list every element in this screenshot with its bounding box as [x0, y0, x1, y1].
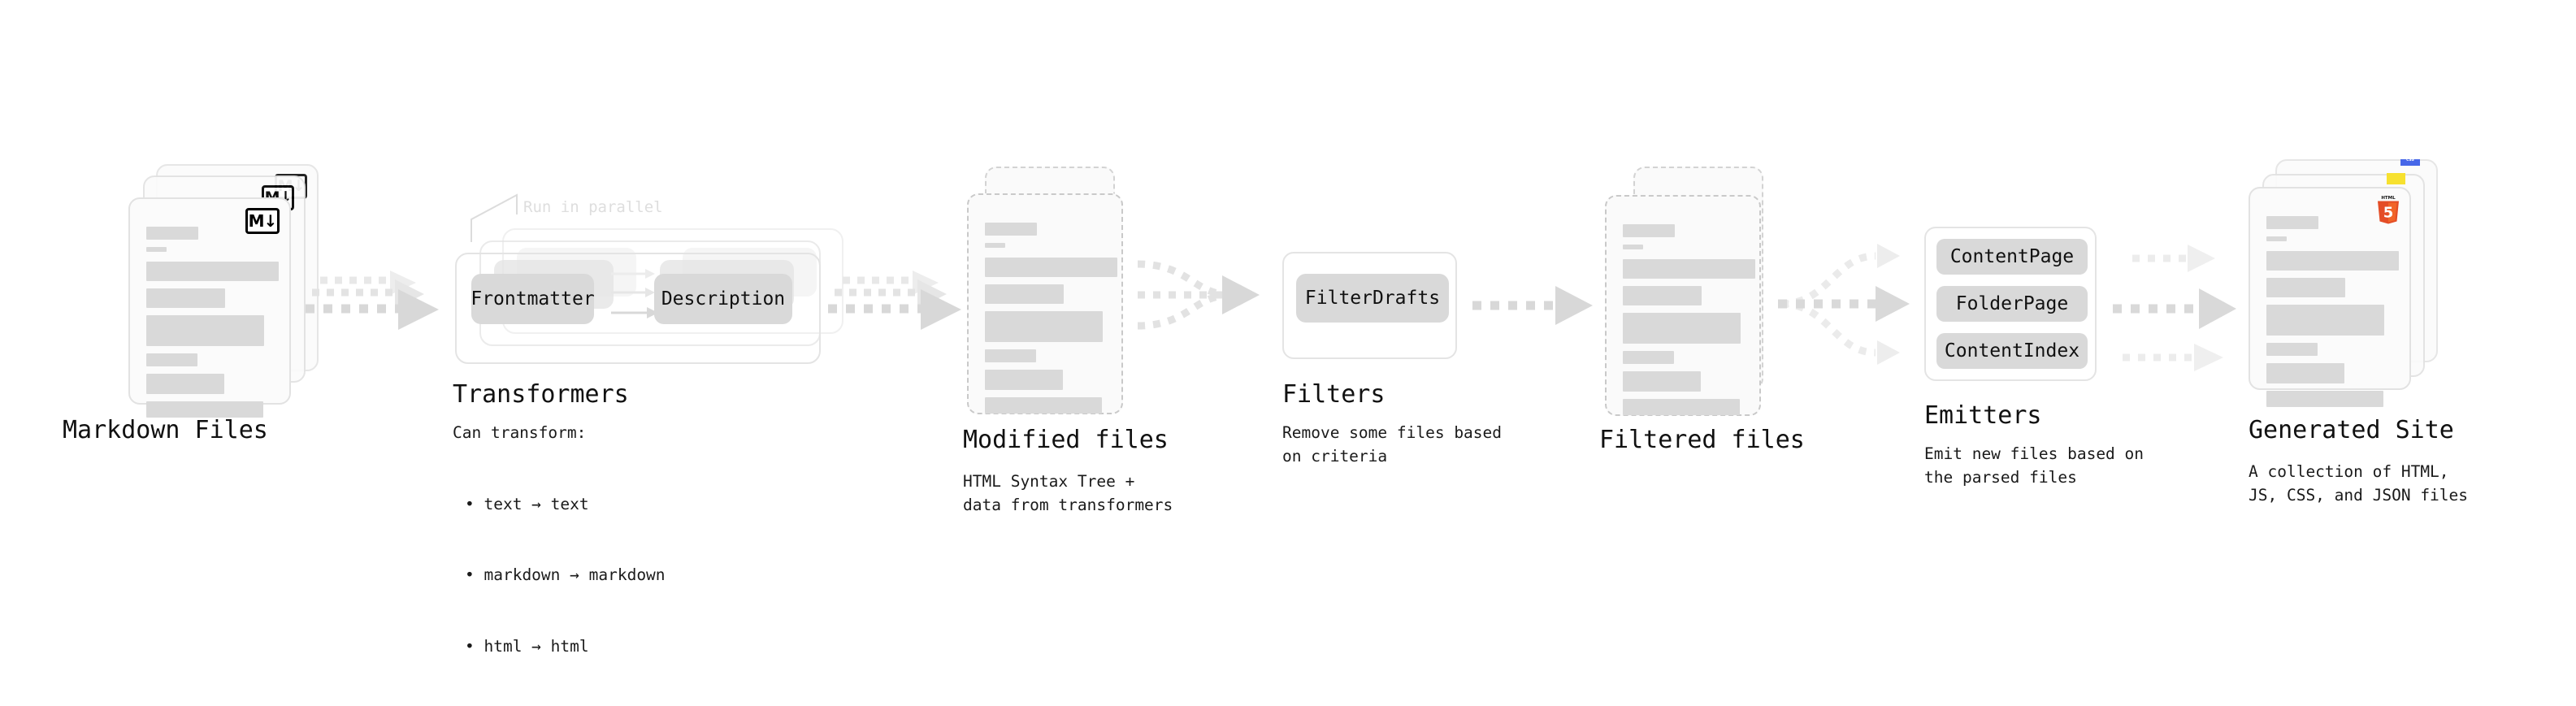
emitter-chip-folderpage[interactable]: FolderPage: [1936, 286, 2088, 322]
file-skeleton-body: [985, 223, 1117, 421]
skeleton-bar: [2266, 278, 2345, 297]
skeleton-bar: [146, 288, 225, 308]
chip-label: Frontmatter: [471, 288, 595, 310]
connector-filters-to-filtered: [1472, 286, 1593, 325]
skeleton-bar: [985, 349, 1036, 362]
file-skeleton-body: [146, 227, 279, 425]
generated-site-subtitle: A collection of HTML, JS, CSS, and JSON …: [2249, 462, 2469, 505]
connector-transformers-to-modified: [828, 271, 961, 330]
skeleton-bar: [2266, 305, 2384, 336]
filter-chip-filterdrafts[interactable]: FilterDrafts: [1296, 274, 1449, 323]
run-in-parallel-bracket: [471, 193, 518, 242]
skeleton-bar: [1623, 371, 1701, 392]
skeleton-bar: [146, 315, 264, 346]
chip-label: FolderPage: [1955, 293, 2069, 314]
modified-files-subtitle: HTML Syntax Tree + data from transformer…: [963, 472, 1173, 515]
skeleton-bar: [146, 401, 263, 418]
skeleton-bar: [1623, 259, 1755, 279]
skeleton-bar: [985, 243, 1005, 248]
skeleton-bar: [985, 223, 1037, 236]
markdown-badge: M↓: [245, 208, 280, 234]
filters-panel: FilterDrafts: [1282, 252, 1457, 359]
skeleton-bar: [146, 374, 224, 394]
filters-subtitle: Remove some files based on criteria: [1282, 423, 1503, 466]
skeleton-bar: [146, 227, 198, 240]
skeleton-bar: [2266, 343, 2318, 356]
transformers-list: • text → text • markdown → markdown • ht…: [465, 444, 666, 706]
connector-emitters-to-site: [2113, 245, 2236, 371]
connector-filtered-to-emitters: [1778, 244, 1910, 365]
chip-label: ContentPage: [1949, 246, 2075, 267]
skeleton-bar: [2266, 391, 2383, 407]
transformer-chip-frontmatter[interactable]: Frontmatter: [471, 274, 595, 324]
filters-title: Filters: [1282, 380, 1386, 409]
skeleton-bar: [2266, 251, 2399, 271]
transformers-list-item: • text → text: [465, 494, 589, 513]
skeleton-bar: [985, 258, 1117, 277]
skeleton-bar: [985, 370, 1063, 390]
filtered-file-card-front: [1605, 195, 1761, 416]
transformers-list-item: • markdown → markdown: [465, 565, 666, 585]
chip-label: Description: [661, 288, 786, 310]
skeleton-bar: [985, 284, 1064, 304]
css-badge: CSS: [2400, 158, 2420, 166]
skeleton-bar: [146, 262, 279, 281]
filtered-files-title: Filtered files: [1599, 426, 1805, 454]
html5-badge: HTML 5: [2378, 196, 2399, 224]
html5-badge-number: 5: [2383, 205, 2394, 222]
skeleton-bar: [1623, 399, 1740, 415]
emitter-chip-contentindex[interactable]: ContentIndex: [1936, 333, 2088, 369]
markdown-files-title: Markdown Files: [63, 416, 268, 444]
transformer-chip-description[interactable]: Description: [654, 274, 792, 324]
skeleton-bar: [146, 353, 197, 366]
html5-badge-top-label: HTML: [2381, 196, 2396, 201]
run-in-parallel-label: Run in parallel: [523, 198, 663, 216]
generated-site-title: Generated Site: [2249, 416, 2454, 444]
generated-site-card-front: HTML 5: [2249, 187, 2411, 407]
chip-label: ContentIndex: [1944, 340, 2080, 362]
transformers-list-item: • html → html: [465, 637, 589, 656]
file-skeleton-body: [2266, 216, 2399, 414]
modified-file-card-front: [967, 193, 1123, 414]
connector-modified-to-filters: [1137, 260, 1260, 330]
connector-md-to-transformers: [306, 271, 439, 330]
skeleton-bar: [146, 247, 167, 252]
skeleton-bar: [1623, 351, 1674, 364]
transformers-subtitle: Can transform:: [453, 423, 587, 442]
diagram-canvas: M↓ M↓ M↓ Markdown Files: [63, 158, 2469, 656]
transformer-panel-front: Frontmatter Description: [455, 253, 821, 364]
skeleton-bar: [2266, 236, 2287, 241]
file-skeleton-body: [1623, 224, 1755, 422]
markdown-badge-text: M↓: [248, 211, 278, 231]
skeleton-bar: [1623, 313, 1741, 344]
transformers-title: Transformers: [453, 380, 629, 409]
skeleton-bar: [1623, 286, 1702, 305]
emitters-panel: ContentPage FolderPage ContentIndex: [1924, 227, 2097, 381]
emitters-subtitle: Emit new files based on the parsed files: [1924, 444, 2144, 487]
skeleton-bar: [1623, 224, 1675, 237]
markdown-file-card-front: M↓: [128, 197, 291, 418]
skeleton-bar: [985, 311, 1103, 342]
chip-label: FilterDrafts: [1304, 288, 1441, 309]
skeleton-bar: [2266, 363, 2344, 383]
modified-files-title: Modified files: [963, 426, 1169, 454]
css-badge-text: CSS: [2406, 158, 2414, 162]
skeleton-bar: [985, 397, 1102, 414]
transformer-inner-arrows: [611, 269, 658, 318]
js-badge: [2387, 173, 2405, 184]
emitter-chip-contentpage[interactable]: ContentPage: [1936, 239, 2088, 275]
emitters-title: Emitters: [1924, 401, 2042, 430]
skeleton-bar: [2266, 216, 2318, 229]
skeleton-bar: [1623, 245, 1643, 249]
